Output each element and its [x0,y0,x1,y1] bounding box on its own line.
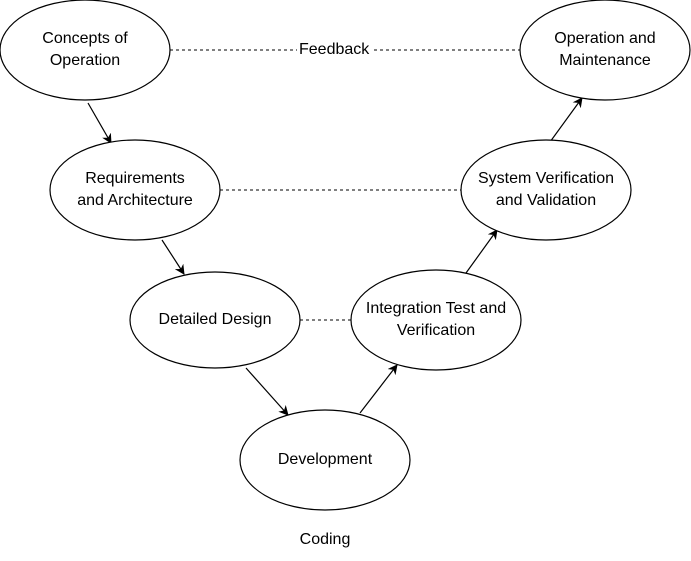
arrow-development-to-integration [359,364,398,414]
node-system-verification [460,139,632,241]
arrow-integration-to-system-verification [465,229,498,274]
node-integration-test [350,269,522,371]
arrow-requirements-to-detailed-design [161,239,185,275]
arrow-detailed-design-to-development [245,367,289,416]
arrow-system-verification-to-operation [549,97,583,143]
feedback-label: Feedback [297,40,372,60]
coding-label: Coding [299,531,351,548]
node-operation-and-maintenance [519,0,691,101]
node-requirements-and-architecture [49,139,221,241]
node-detailed-design [129,271,301,369]
node-concepts-of-operation [0,0,171,101]
arrow-concepts-to-requirements [87,102,112,144]
node-development [239,409,411,511]
